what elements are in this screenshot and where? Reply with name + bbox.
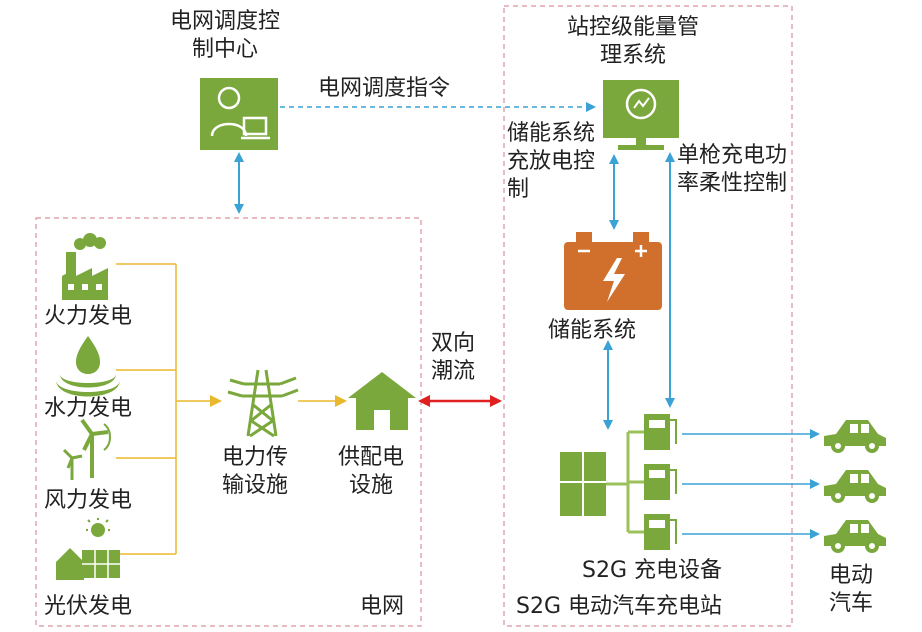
solar-label: 光伏发电 <box>44 594 133 619</box>
wind-label: 风力发电 <box>44 488 133 513</box>
wind-turbine-icon <box>62 418 111 480</box>
grid-label: 电网 <box>360 594 405 619</box>
charging-equipment-label: S2G 充电设备 <box>582 558 723 583</box>
distribution-house-icon <box>348 372 416 430</box>
bidirectional-flow-label: 双向潮流 <box>430 331 475 384</box>
dispatch-operator-icon <box>200 78 278 150</box>
car-icon <box>824 520 886 553</box>
grid-region-border <box>35 217 422 627</box>
distribution-label: 供配电设施 <box>338 445 405 498</box>
factory-icon <box>62 233 108 300</box>
car-icon <box>824 470 886 503</box>
station-region-border <box>503 5 793 627</box>
dispatch-center-label: 电网调度控制中心 <box>169 9 280 62</box>
thermal-label: 火力发电 <box>44 304 133 329</box>
charging-cabinet-icon <box>560 452 606 516</box>
transmission-label: 电力传输设施 <box>222 445 289 498</box>
dispatch-command-label: 电网调度指令 <box>318 76 451 101</box>
car-icon <box>824 420 886 453</box>
storage-system-label: 储能系统 <box>548 318 637 343</box>
single-gun-control-label: 单枪充电功率柔性控制 <box>676 143 787 196</box>
storage-control-label: 储能系统充放电控制 <box>507 121 596 202</box>
station-ems-label: 站控级能量管理系统 <box>566 15 699 68</box>
charging-station-label: S2G 电动汽车充电站 <box>516 594 723 619</box>
water-drop-icon <box>56 336 120 397</box>
charger-pile-icon <box>644 414 677 450</box>
solar-house-icon <box>56 518 120 580</box>
ems-monitor-icon <box>603 80 679 150</box>
charger-bus <box>606 430 644 534</box>
charger-pile-icon <box>644 514 677 550</box>
transmission-tower-icon <box>227 369 299 438</box>
charger-pile-icon <box>644 464 677 500</box>
ev-label: 电动汽车 <box>828 563 873 616</box>
battery-icon <box>564 232 662 310</box>
generation-bus <box>116 263 177 555</box>
hydro-label: 水力发电 <box>44 396 133 421</box>
